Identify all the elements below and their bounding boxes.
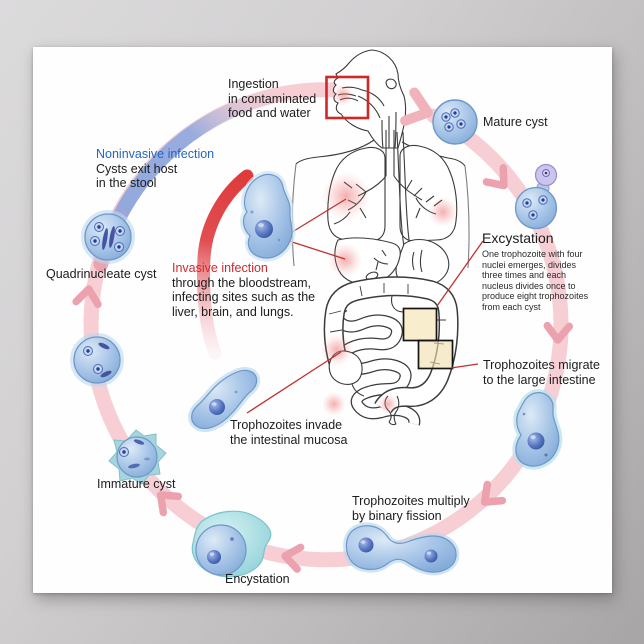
label-trophozoites-migrate: Trophozoites migrate to the large intest… [483, 358, 600, 387]
label-line: Trophozoites invade [230, 418, 343, 432]
label-excystation: Excystation One trophozoite with four nu… [482, 230, 588, 313]
infection-site-glows [321, 84, 458, 416]
ingestion-site-highlight-box [325, 75, 370, 120]
label-line: One trophozoite with four [482, 249, 583, 259]
arrowhead-icon [480, 480, 507, 506]
label-line: by binary fission [352, 508, 442, 523]
label-line: the intestinal mucosa [230, 432, 348, 447]
label-invasive-infection: Invasive infection through the bloodstre… [172, 261, 315, 319]
label-line: Encystation [225, 572, 290, 586]
label-immature-cyst: Immature cyst [97, 477, 176, 492]
arrowhead-icon [72, 285, 102, 309]
life-cycle-diagram [70, 49, 574, 578]
lung-right [399, 144, 458, 242]
invading-trophozoite-illustration [188, 366, 261, 432]
label-noninvasive-infection: Noninvasive infection Cysts exit host in… [96, 147, 214, 191]
intestine-highlight-box-lower [417, 339, 454, 370]
life-cycle-poster: Ingestion in contaminated food and water… [33, 47, 612, 593]
excysting-cyst-illustration [514, 163, 558, 230]
label-line: nucleus divides once to [482, 280, 576, 291]
label-heading: Noninvasive infection [96, 147, 215, 161]
human-digestive-anatomy-illustration [291, 49, 470, 426]
migrating-trophozoite-illustration [512, 389, 563, 470]
label-line: Immature cyst [97, 477, 176, 491]
label-ingestion: Ingestion in contaminated food and water [228, 77, 316, 121]
immature-cyst-illustration [108, 429, 167, 485]
connector-lines [246, 198, 484, 414]
label-line: food and water [228, 106, 311, 120]
label-line: infecting sites such as the [172, 290, 316, 304]
label-line: to the large intestine [483, 372, 596, 387]
label-line: Mature cyst [483, 115, 548, 129]
label-trophozoites-invade: Trophozoites invade the intestinal mucos… [230, 418, 347, 447]
label-line: nuclei emerges, divides [482, 259, 577, 270]
label-line: produce eight trophozoites [482, 291, 589, 302]
label-line: liver, brain, and lungs. [172, 304, 294, 319]
arrowhead-icon [482, 164, 508, 190]
binary-fission-trophozoites-illustration [343, 522, 460, 576]
label-quadrinucleate-cyst: Quadrinucleate cyst [46, 267, 156, 282]
invasive-trophozoite-illustration [239, 170, 296, 262]
rectum [388, 421, 397, 426]
label-line: from each cyst [482, 301, 541, 312]
label-line: Ingestion [228, 77, 279, 91]
label-heading: Invasive infection [172, 261, 268, 275]
small-intestine [332, 302, 420, 426]
ingestion-arrowhead-icon [400, 87, 433, 126]
encysting-trophozoite-illustration [191, 510, 272, 578]
arrowhead-icon [543, 321, 574, 344]
label-mature-cyst: Mature cyst [483, 115, 548, 130]
maturing-cyst-illustration [70, 333, 124, 387]
cycle-arrowheads [72, 164, 574, 573]
label-line: three times and each [482, 270, 567, 281]
label-line: in contaminated [228, 91, 317, 106]
label-trophozoites-multiply: Trophozoites multiply by binary fission [352, 494, 470, 523]
arrowhead-icon [281, 543, 305, 573]
label-heading: Excystation [482, 230, 554, 246]
ear-icon [385, 78, 397, 90]
label-line: Cysts exit host [96, 161, 178, 176]
label-line: Trophozoites migrate [483, 358, 600, 372]
label-line: Trophozoites multiply [352, 494, 470, 508]
invasive-infection-arrow [197, 169, 254, 360]
quadrinucleate-cyst-illustration [81, 210, 135, 264]
label-line: Quadrinucleate cyst [46, 267, 157, 281]
label-encystation: Encystation [225, 572, 290, 587]
label-line: through the bloodstream, [172, 275, 311, 290]
label-line: in the stool [96, 176, 157, 190]
arrowhead-icon [156, 491, 183, 517]
mature-cyst-illustration [432, 99, 478, 145]
